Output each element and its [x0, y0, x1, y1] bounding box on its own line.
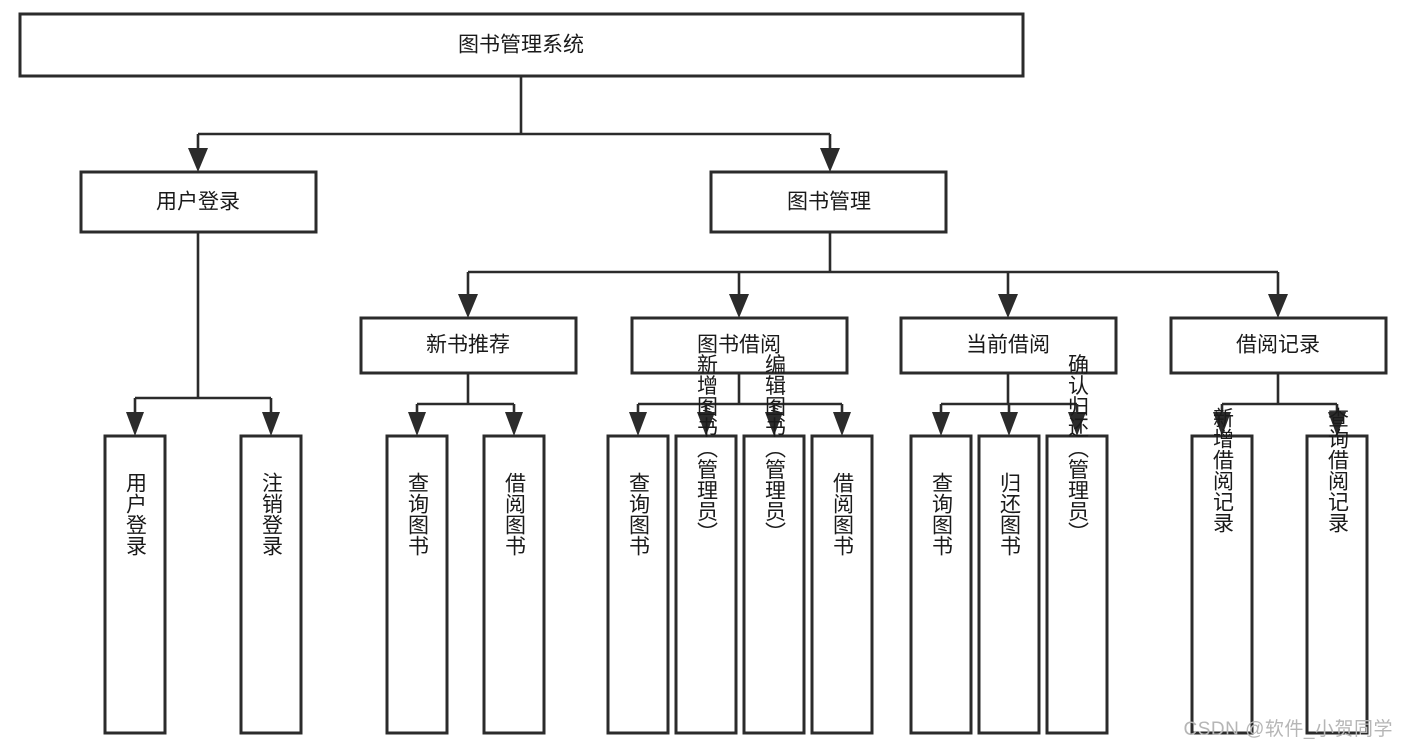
arrow-head-leaf-current-borrow-1	[1000, 412, 1018, 436]
arrow-head-leaf-current-borrow-2	[1068, 412, 1086, 436]
leaf-borrow-record-0-label: 新增借阅记录	[1211, 407, 1235, 533]
arrow-head-book-mgmt	[820, 148, 840, 172]
arrow-head-leaf-book-borrow-2	[765, 412, 783, 436]
arrow-head-leaf-current-borrow-0	[932, 412, 950, 436]
leaf-node[interactable]: 查询借阅记录	[1305, 407, 1369, 735]
leaf-user-login-0-label: 用户登录	[124, 472, 148, 556]
leaf-node[interactable]: 编辑图书（管理员）	[742, 354, 806, 735]
node-new-book-recommend[interactable]: 新书推荐	[359, 316, 578, 375]
arrow-head-leaf-borrow-record-0	[1213, 412, 1231, 436]
leaf-borrow-record-0-box[interactable]	[1190, 434, 1254, 735]
leaf-node[interactable]: 查询图书	[909, 434, 973, 735]
node-root-label: 图书管理系统	[458, 34, 584, 57]
leaf-book-borrow-0-label: 查询图书	[627, 472, 651, 556]
arrow-head-current-borrow	[998, 294, 1018, 318]
leaf-node[interactable]: 确认归还（管理员）	[1045, 354, 1109, 735]
arrow-head-leaf-book-borrow-0	[629, 412, 647, 436]
leaf-node[interactable]: 用户登录	[103, 434, 167, 735]
leaf-new-book-1-box[interactable]	[482, 434, 546, 735]
arrow-head-borrow-record	[1268, 294, 1288, 318]
leaf-current-borrow-0-label: 查询图书	[930, 472, 954, 556]
leaf-user-login-0-box[interactable]	[103, 434, 167, 735]
node-user-login-label: 用户登录	[156, 191, 240, 214]
node-current-borrow-label: 当前借阅	[966, 334, 1050, 357]
leaf-book-borrow-0-box[interactable]	[606, 434, 670, 735]
leaf-node[interactable]: 新增借阅记录	[1190, 407, 1254, 735]
arrow-head-leaf-book-borrow-3	[833, 412, 851, 436]
leaf-node[interactable]: 查询图书	[385, 434, 449, 735]
node-current-borrow-box[interactable]	[899, 316, 1118, 375]
arrow-head-leaf-user-login-0	[126, 412, 144, 436]
leaf-node[interactable]: 新增图书（管理员）	[674, 354, 738, 735]
arrow-head-leaf-book-borrow-1	[697, 412, 715, 436]
node-book-management-label: 图书管理	[787, 191, 871, 214]
leaf-node[interactable]: 注销登录	[239, 434, 303, 735]
leaf-borrow-record-1-label: 查询借阅记录	[1326, 407, 1350, 533]
leaf-current-borrow-2-label: 确认归还（管理员）	[1066, 354, 1090, 543]
node-new-book-recommend-box[interactable]	[359, 316, 578, 375]
node-book-borrow-box[interactable]	[630, 316, 849, 375]
leaf-current-borrow-2-box[interactable]	[1045, 434, 1109, 735]
leaf-current-borrow-1-box[interactable]	[977, 434, 1041, 735]
leaf-node[interactable]: 借阅图书	[482, 434, 546, 735]
node-root[interactable]: 图书管理系统	[18, 12, 1025, 78]
leaf-current-borrow-0-box[interactable]	[909, 434, 973, 735]
leaf-user-login-1-box[interactable]	[239, 434, 303, 735]
node-root-box[interactable]	[18, 12, 1025, 78]
leaf-new-book-0-label: 查询图书	[406, 472, 430, 556]
leaf-node[interactable]: 归还图书	[977, 434, 1041, 735]
leaf-borrow-record-1-box[interactable]	[1305, 434, 1369, 735]
node-book-borrow[interactable]: 图书借阅	[630, 316, 849, 375]
leaf-book-borrow-1-label: 新增图书（管理员）	[695, 354, 719, 543]
node-user-login[interactable]: 用户登录	[79, 170, 318, 234]
leaf-book-borrow-2-label: 编辑图书（管理员）	[763, 354, 787, 543]
arrow-head-book-borrow	[729, 294, 749, 318]
node-borrow-record-box[interactable]	[1169, 316, 1388, 375]
node-user-login-box[interactable]	[79, 170, 318, 234]
node-book-borrow-label: 图书借阅	[697, 334, 781, 357]
connector-layer	[126, 76, 1346, 436]
arrow-head-leaf-new-book-0	[408, 412, 426, 436]
arrow-head-leaf-new-book-1	[505, 412, 523, 436]
arrow-head-leaf-user-login-1	[262, 412, 280, 436]
arrow-head-user-login	[188, 148, 208, 172]
leaf-new-book-1-label: 借阅图书	[503, 472, 527, 556]
node-book-management[interactable]: 图书管理	[709, 170, 948, 234]
arrow-head-leaf-borrow-record-1	[1328, 412, 1346, 436]
node-book-management-box[interactable]	[709, 170, 948, 234]
node-borrow-record[interactable]: 借阅记录	[1169, 316, 1388, 375]
leaf-book-borrow-3-label: 借阅图书	[831, 472, 855, 556]
leaf-book-borrow-1-box[interactable]	[674, 434, 738, 735]
node-borrow-record-label: 借阅记录	[1236, 334, 1320, 357]
leaf-book-borrow-3-box[interactable]	[810, 434, 874, 735]
leaf-current-borrow-1-label: 归还图书	[998, 472, 1022, 556]
node-new-book-recommend-label: 新书推荐	[426, 334, 510, 357]
leaf-book-borrow-2-box[interactable]	[742, 434, 806, 735]
arrow-head-new-book	[458, 294, 478, 318]
leaf-node[interactable]: 借阅图书	[810, 434, 874, 735]
leaf-node[interactable]: 查询图书	[606, 434, 670, 735]
node-current-borrow[interactable]: 当前借阅	[899, 316, 1118, 375]
leaf-user-login-1-label: 注销登录	[260, 472, 284, 556]
leaf-new-book-0-box[interactable]	[385, 434, 449, 735]
